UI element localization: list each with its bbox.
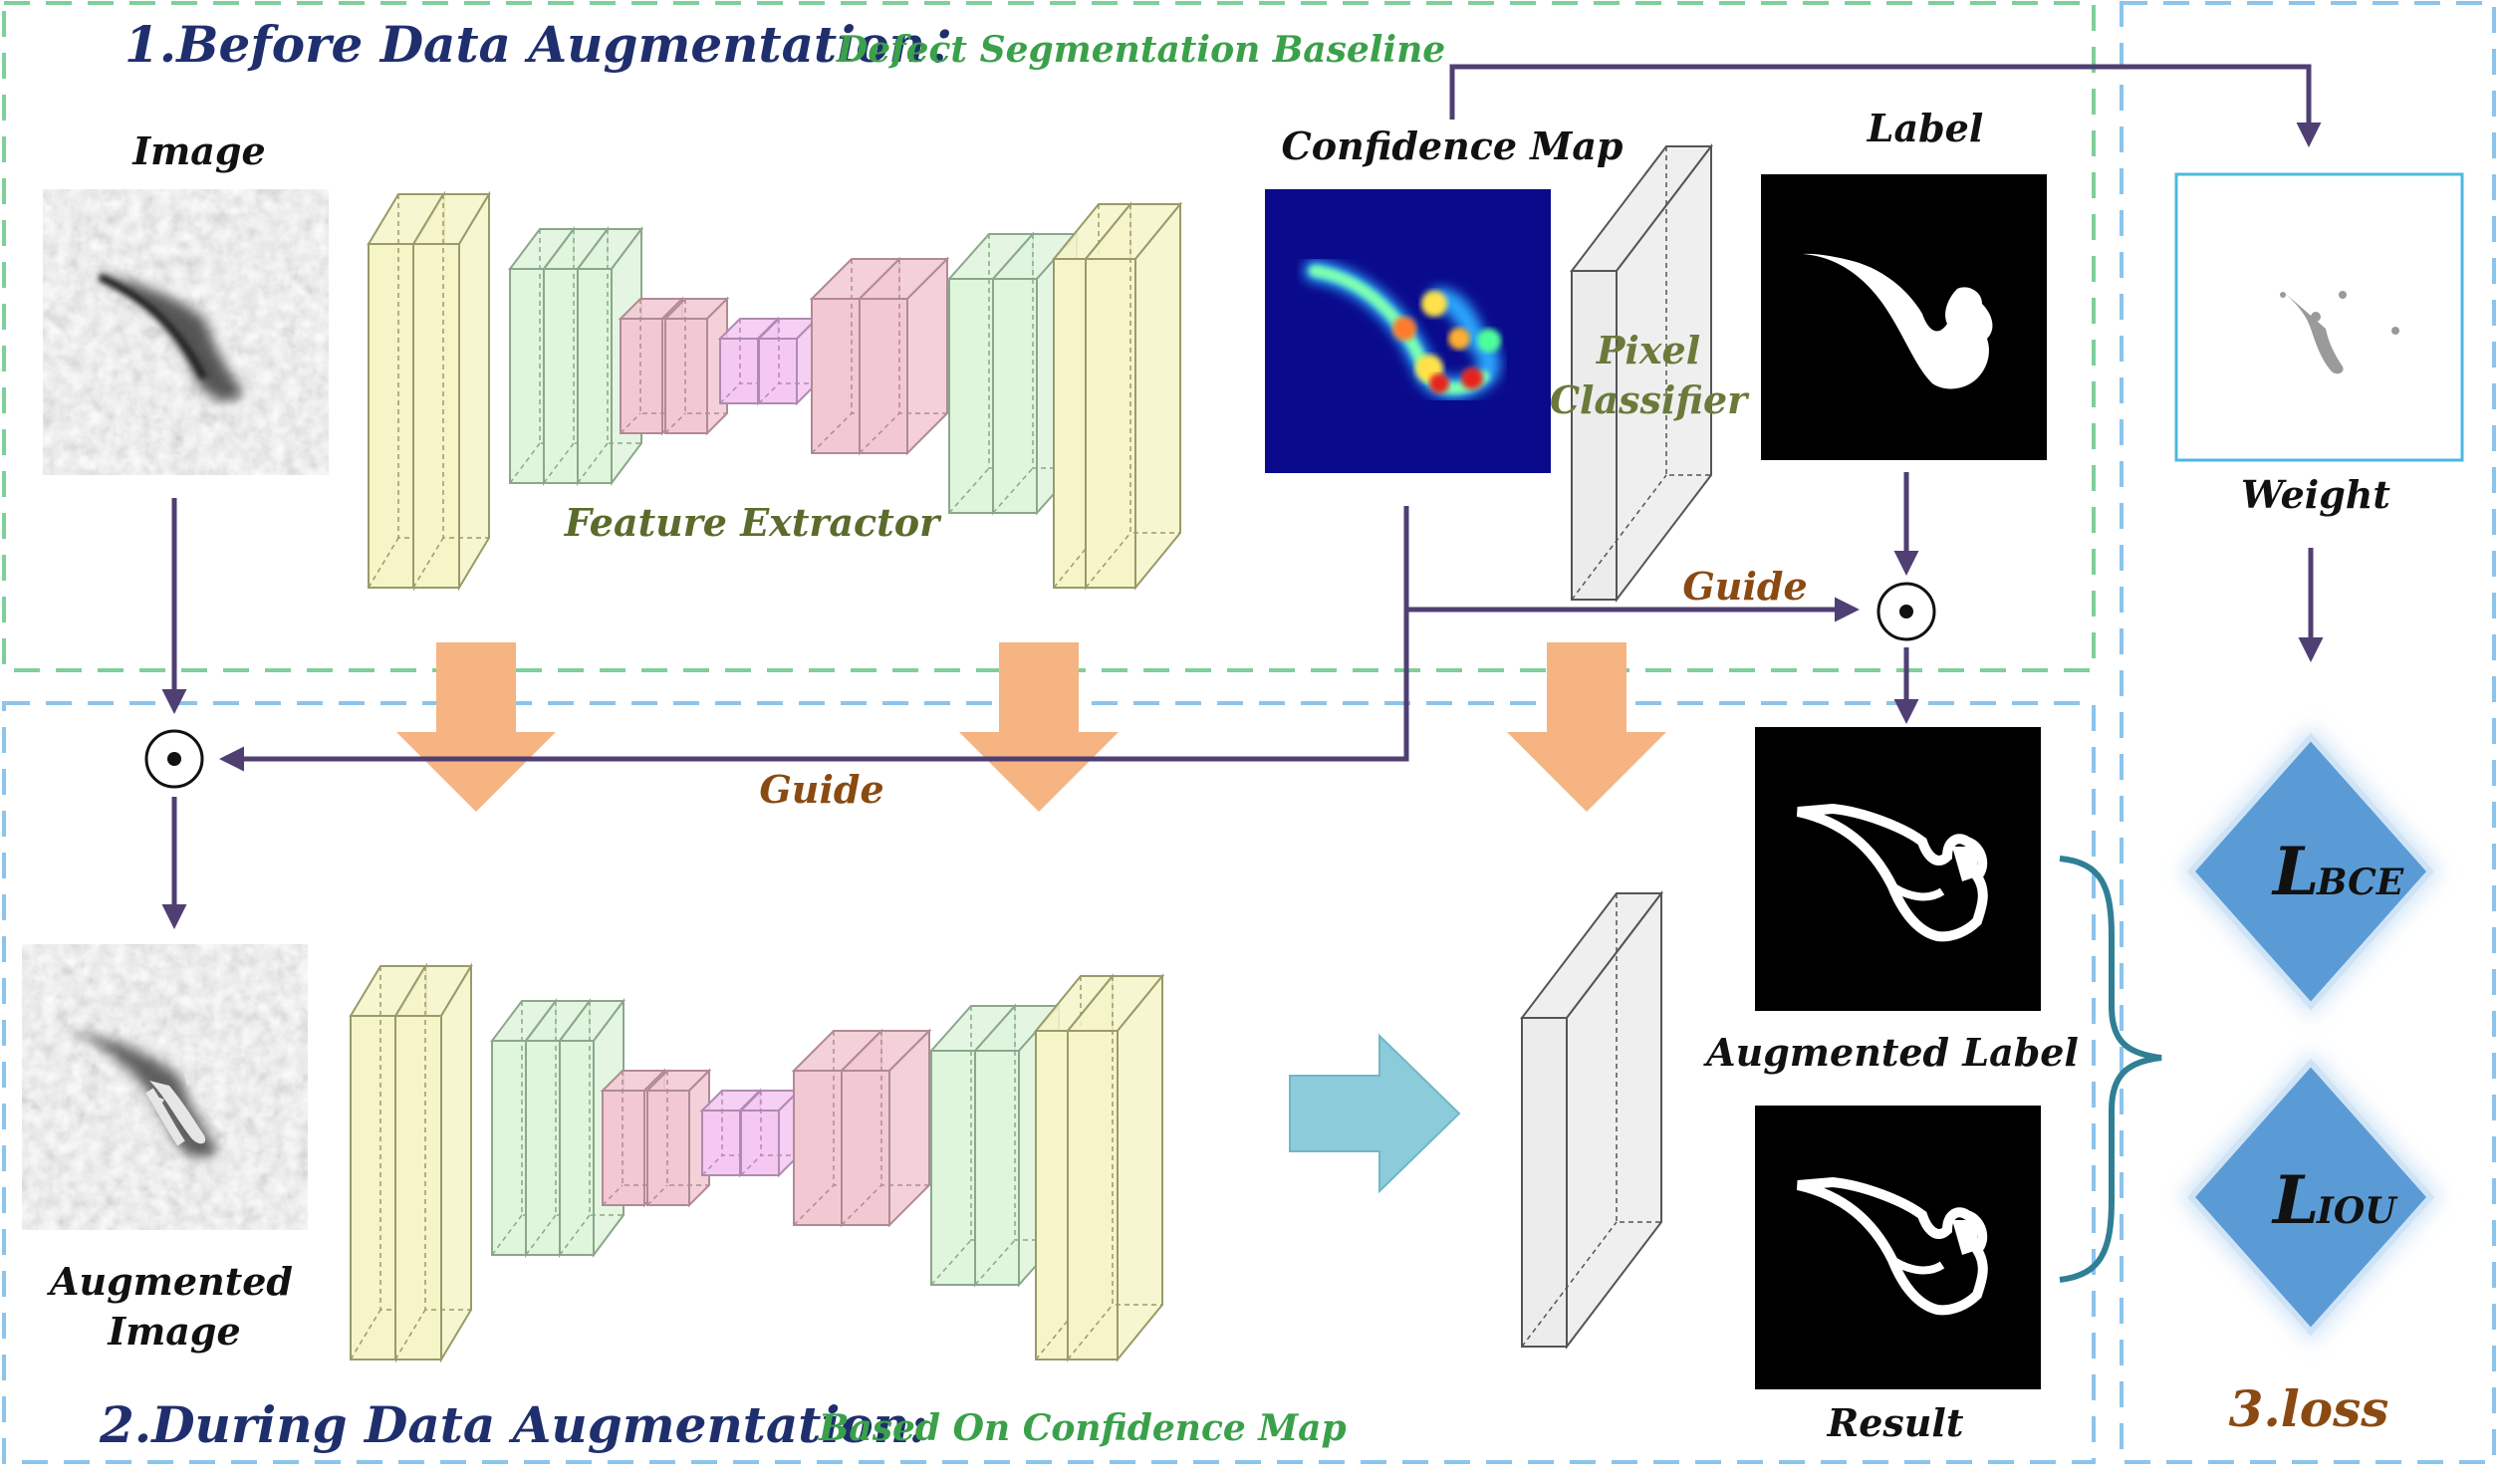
bottleneck-slab-2 xyxy=(756,316,820,406)
augmented-image xyxy=(22,944,308,1230)
weight-map xyxy=(2174,172,2464,462)
weight-label: Weight xyxy=(2241,472,2390,517)
image-label: Image xyxy=(131,128,265,173)
decoder-slab-6 xyxy=(1083,201,1183,591)
input-image xyxy=(43,189,329,475)
iou-loss-diamond: L IOU xyxy=(2179,1051,2442,1344)
pixel-classifier-label-line1: Pixel xyxy=(1596,328,1700,372)
classifier-slab-top xyxy=(1569,143,1714,603)
orange-down-arrow-2 xyxy=(959,642,1119,812)
encoder-slab-7 xyxy=(644,1068,712,1208)
pixel-classifier-bottom xyxy=(1519,890,1664,1350)
circled-dot-operator-icon xyxy=(1899,605,1913,618)
result-mask xyxy=(1755,1106,2041,1389)
odot-operator-top xyxy=(1876,582,1936,641)
guide-label-top: Guide xyxy=(1682,564,1807,609)
augmented-image-label-line2: Image xyxy=(107,1309,240,1354)
encoder-slab-2 xyxy=(393,962,473,1363)
confidence-map xyxy=(1265,189,1551,473)
augmented-label-mask xyxy=(1755,727,2041,1011)
iou-loss-subscript: IOU xyxy=(2316,1190,2398,1232)
encoder-slab-7 xyxy=(662,296,730,436)
before-section-subtitle: Defect Segmentation Baseline xyxy=(836,29,1445,71)
during-section-title: 2.During Data Augmentation: xyxy=(99,1395,928,1454)
circled-dot-operator-icon xyxy=(167,752,181,766)
orange-down-arrow-3 xyxy=(1507,642,1666,812)
feature-extractor-top xyxy=(367,190,1183,592)
teal-right-arrow xyxy=(1289,1033,1461,1194)
connector-lines xyxy=(161,64,2324,929)
guide-label-bottom: Guide xyxy=(759,767,883,812)
result-label: Result xyxy=(1827,1400,1964,1445)
feature-extractor-bottom xyxy=(349,962,1165,1363)
bce-loss-subscript: BCE xyxy=(2316,862,2404,903)
during-section-subtitle: Based On Confidence Map xyxy=(818,1407,1347,1449)
decoder-slab-6 xyxy=(1065,973,1165,1362)
loss-section-border xyxy=(2120,1,2496,1464)
confidence-map-label: Confidence Map xyxy=(1281,124,1623,168)
bce-loss-diamond: L BCE xyxy=(2179,725,2442,1018)
during-section-border xyxy=(2,701,2096,1464)
classifier-slab-bottom xyxy=(1519,890,1664,1350)
bottleneck-slab-2 xyxy=(738,1088,802,1178)
orange-down-arrow-1 xyxy=(396,642,556,812)
label-label: Label xyxy=(1867,106,1984,150)
loss-grouping-brace xyxy=(2059,856,2162,1283)
loss-section-title: 3.loss xyxy=(2229,1379,2389,1438)
label-mask xyxy=(1761,174,2047,460)
decoder-slab-2 xyxy=(839,1028,932,1228)
before-section-title: 1.Before Data Augmentation： xyxy=(125,15,975,74)
decoder-slab-2 xyxy=(857,256,950,456)
iou-loss-symbol: L xyxy=(2271,1161,2319,1239)
feature-extractor-label: Feature Extractor xyxy=(564,500,942,545)
pixel-classifier-label-line2: Classifier xyxy=(1550,377,1750,422)
augmented-image-label-line1: Augmented xyxy=(47,1259,293,1304)
augmented-label-label: Augmented Label xyxy=(1703,1030,2079,1075)
bce-loss-symbol: L xyxy=(2271,833,2319,910)
odot-operator-bottom xyxy=(144,729,204,789)
encoder-slab-2 xyxy=(411,190,491,592)
pixel-classifier-top xyxy=(1569,143,1714,603)
